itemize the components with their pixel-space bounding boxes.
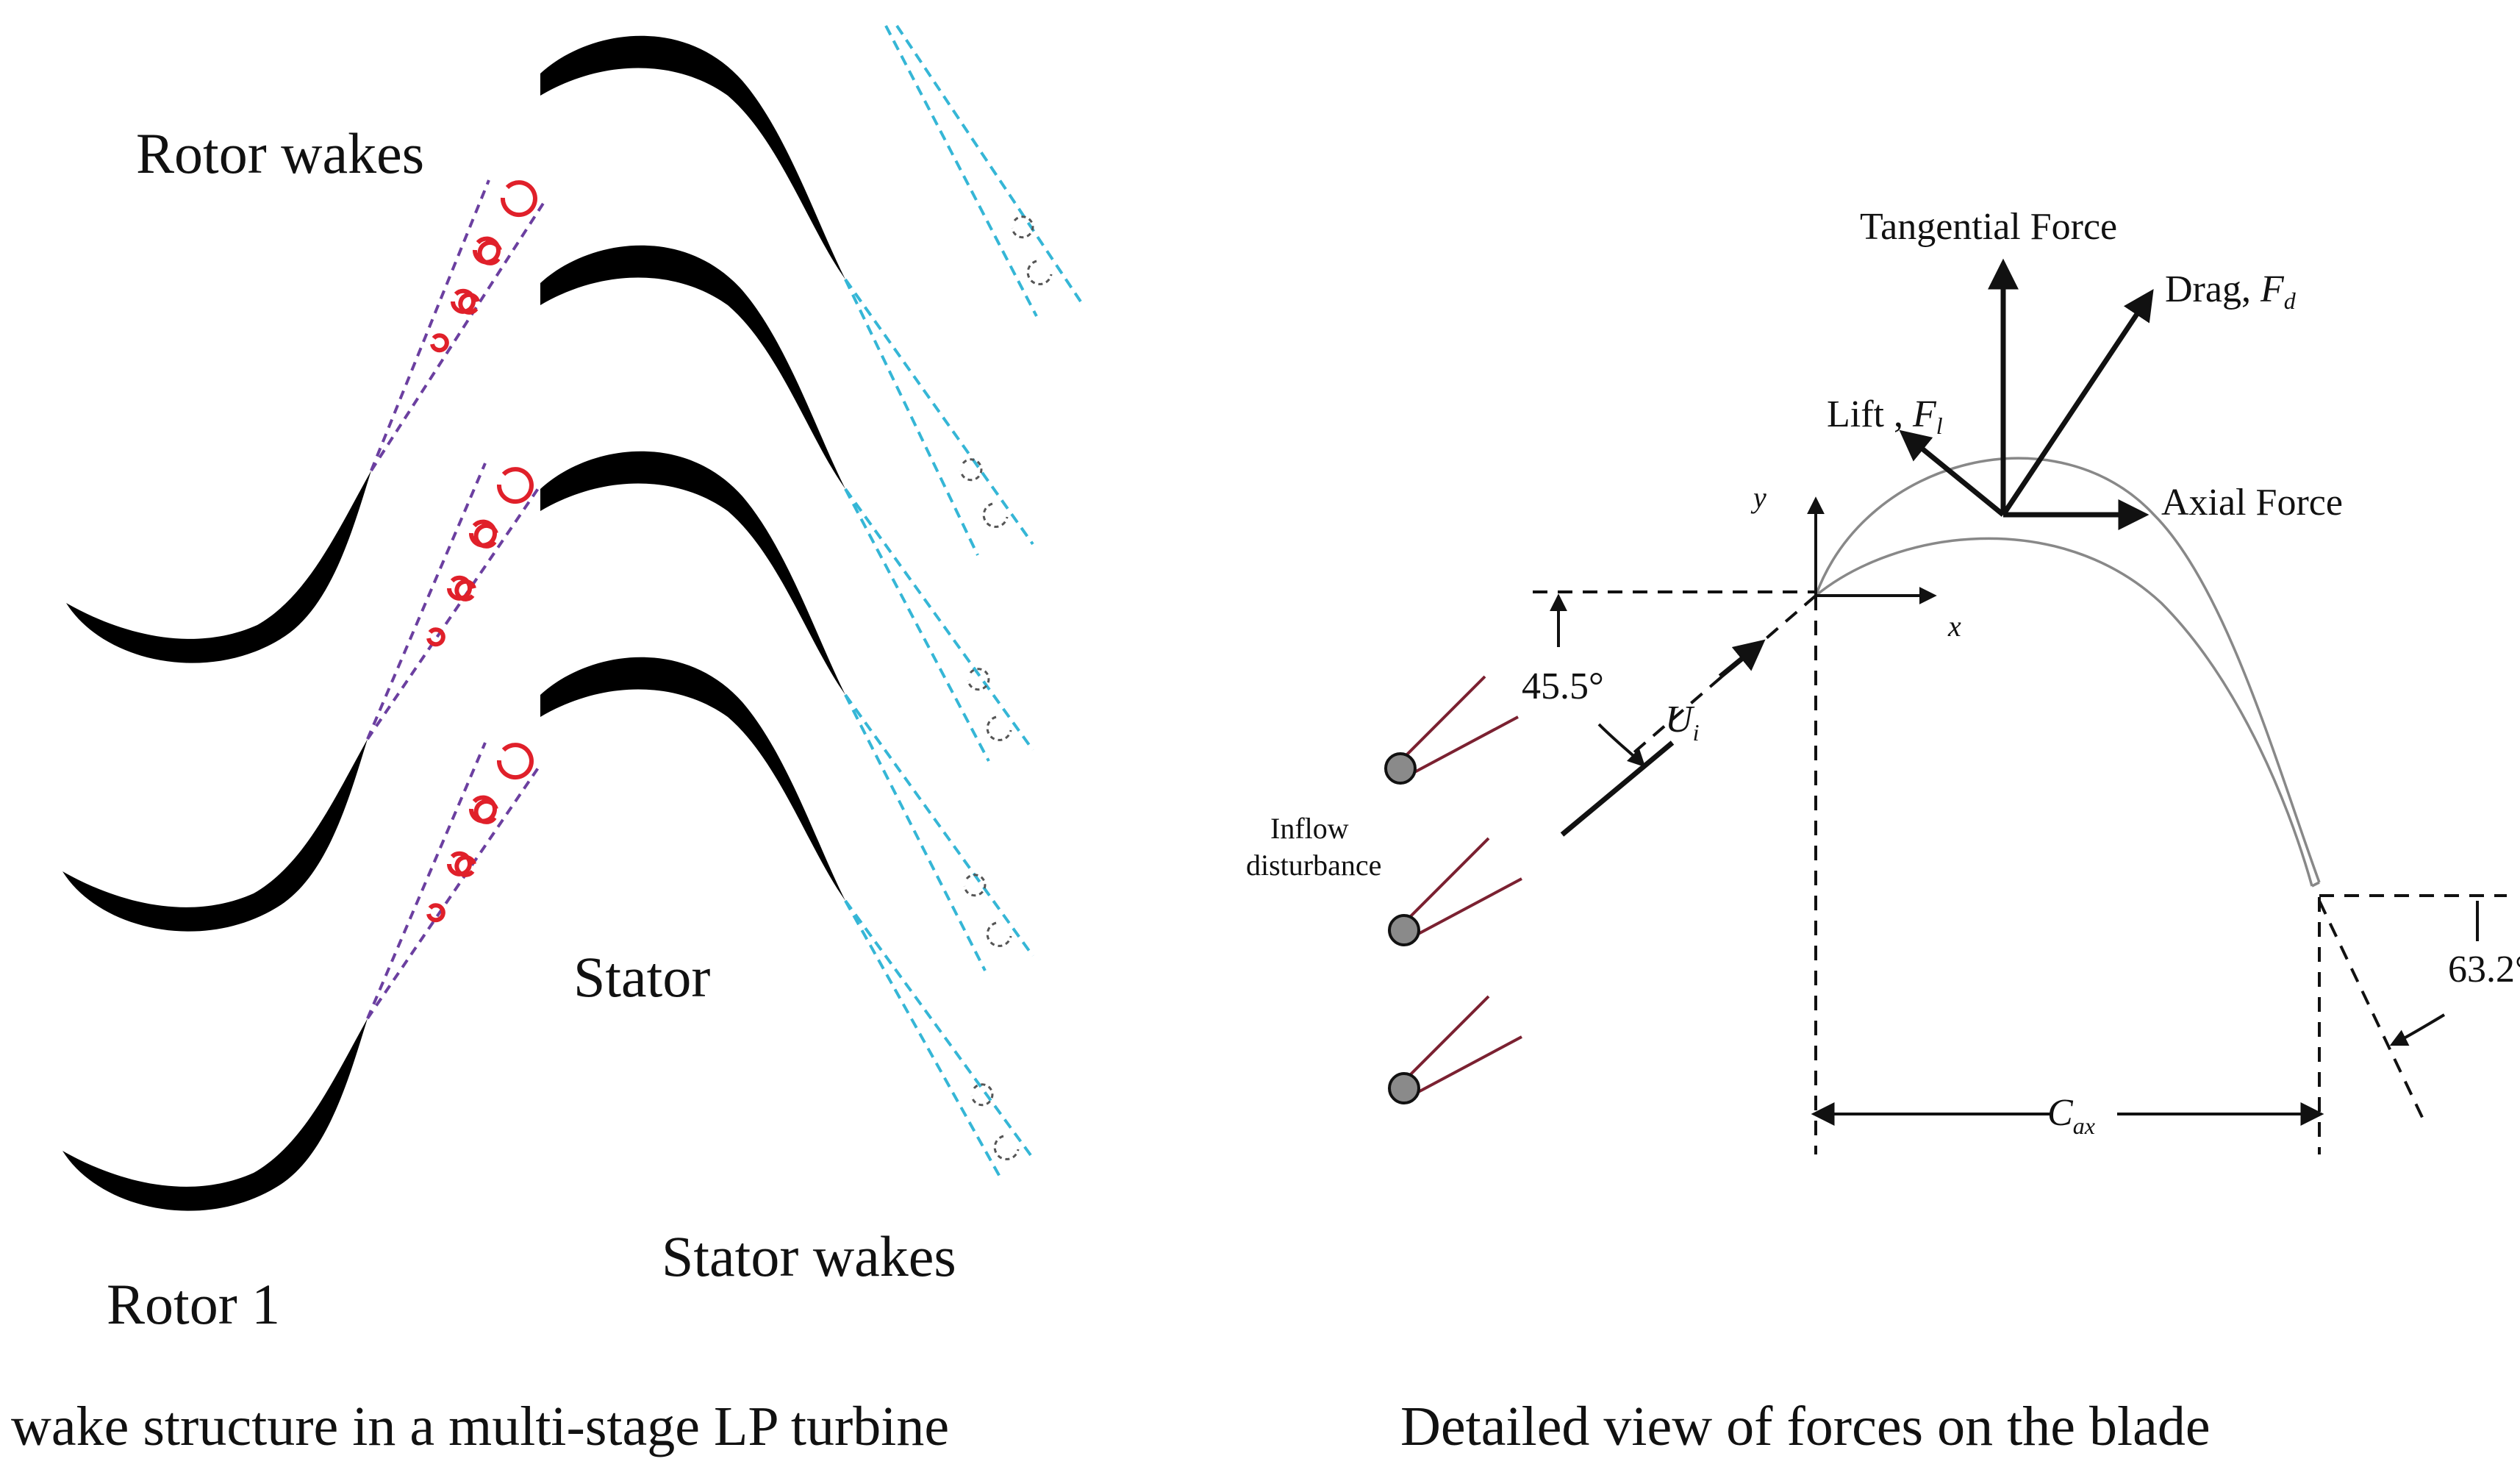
lift-arrow bbox=[1899, 429, 2005, 517]
inflow-disturbance-bar bbox=[1560, 740, 1675, 837]
left-caption: wake structure in a multi-stage LP turbi… bbox=[11, 1396, 949, 1457]
stator-wake-1 bbox=[844, 278, 1034, 556]
disturbance-rod-1 bbox=[1384, 675, 1519, 785]
right-caption: Detailed view of forces on the blade bbox=[1400, 1396, 2211, 1457]
stator-wake-3 bbox=[844, 693, 1034, 971]
disturbance-rod-2 bbox=[1388, 837, 1522, 946]
inflow-velocity-arrow bbox=[1718, 639, 1766, 679]
wake-structure-diagram: Rotor wakes Stator Stator wakes Rotor 1 … bbox=[11, 24, 1082, 1457]
rotor-wakes-label: Rotor wakes bbox=[136, 121, 424, 185]
rotor-blade-2 bbox=[62, 739, 368, 932]
exit-angle-arc bbox=[2393, 901, 2479, 1044]
inlet-angle-arc bbox=[1558, 597, 1643, 765]
rotor-1-label: Rotor 1 bbox=[107, 1272, 280, 1336]
blade-pressure-surface bbox=[1814, 537, 2313, 887]
rotor-wake-1 bbox=[370, 179, 545, 472]
stator-label: Stator bbox=[573, 945, 710, 1009]
lift-label: Lift , Fl bbox=[1827, 393, 1943, 439]
stator-wakes-label: Stator wakes bbox=[662, 1224, 956, 1288]
axial-force-label: Axial Force bbox=[2161, 482, 2343, 524]
exit-angle-label: 63.2° bbox=[2448, 949, 2520, 990]
rotor-blade-3 bbox=[62, 1018, 368, 1211]
stator-blade-3 bbox=[540, 451, 845, 695]
rotor-wake-2 bbox=[366, 463, 542, 740]
drag-arrow bbox=[2001, 289, 2154, 516]
tangential-force-label: Tangential Force bbox=[1860, 206, 2117, 248]
x-axis-label: x bbox=[1947, 610, 1961, 643]
blade-forces-diagram: y x Tangential Force Drag, Fd Lift , Fl … bbox=[1246, 206, 2520, 1457]
stator-blade-2 bbox=[540, 245, 845, 489]
stator-wake-0 bbox=[884, 24, 1082, 317]
drag-label: Drag, Fd bbox=[2165, 268, 2297, 314]
stator-wake-4 bbox=[844, 899, 1034, 1177]
inlet-angle-label: 45.5° bbox=[1522, 665, 1604, 707]
exit-flow-direction bbox=[2318, 900, 2427, 1126]
stator-blade-1 bbox=[540, 35, 845, 280]
stator-blade-4 bbox=[540, 657, 845, 901]
velocity-label: Ui bbox=[1665, 699, 1699, 746]
y-axis-label: y bbox=[1750, 481, 1766, 514]
rotor-wake-3 bbox=[366, 742, 542, 1020]
stator-wake-2 bbox=[844, 488, 1034, 762]
disturbance-rod-3 bbox=[1388, 995, 1522, 1104]
axial-chord-label: Cax bbox=[2047, 1092, 2095, 1139]
rotor-blade-1 bbox=[66, 471, 371, 663]
blade-suction-surface bbox=[1814, 457, 2321, 883]
